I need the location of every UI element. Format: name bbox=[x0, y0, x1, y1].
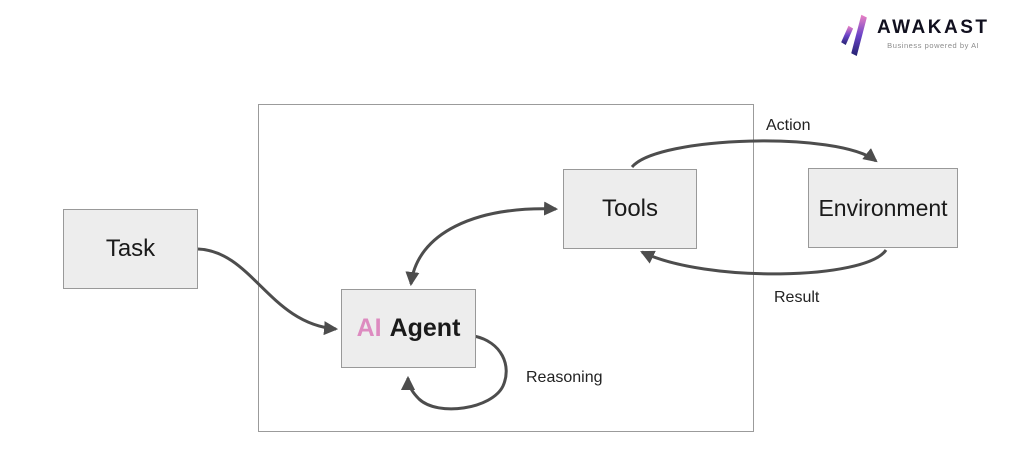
reasoning-edge-label: Reasoning bbox=[526, 369, 603, 386]
agent-reasoning-self-loop-arrow bbox=[400, 334, 508, 411]
tools-label: Tools bbox=[601, 195, 659, 222]
awakast-logo-icon bbox=[841, 14, 867, 56]
task-to-agent-arrow bbox=[197, 247, 339, 336]
task-node: Task bbox=[63, 209, 198, 289]
logo-right-stroke bbox=[851, 14, 867, 56]
task-label: Task bbox=[105, 235, 156, 262]
agent-system-boundary bbox=[258, 104, 754, 432]
ai-agent-node: AI Agent bbox=[341, 289, 476, 368]
ai-agent-label-prefix: AI bbox=[356, 314, 382, 342]
result-edge-label: Result bbox=[774, 289, 820, 306]
environment-label: Environment bbox=[818, 194, 948, 221]
brand-text-block: AWAKAST Business powered by AI bbox=[877, 17, 990, 50]
brand-name: AWAKAST bbox=[877, 17, 990, 39]
brand-logo: AWAKAST Business powered by AI bbox=[838, 12, 990, 56]
logo-left-stroke bbox=[841, 25, 854, 45]
ai-agent-label: Agent bbox=[389, 314, 461, 342]
environment-to-tools-result-arrow bbox=[640, 249, 888, 276]
tools-to-environment-action-arrow bbox=[630, 139, 878, 169]
action-edge-label: Action bbox=[766, 117, 811, 134]
environment-node: Environment bbox=[808, 168, 958, 248]
brand-tagline: Business powered by AI bbox=[887, 40, 980, 50]
agent-tools-bidirectional-arrow bbox=[405, 201, 559, 287]
tools-node: Tools bbox=[563, 169, 697, 249]
